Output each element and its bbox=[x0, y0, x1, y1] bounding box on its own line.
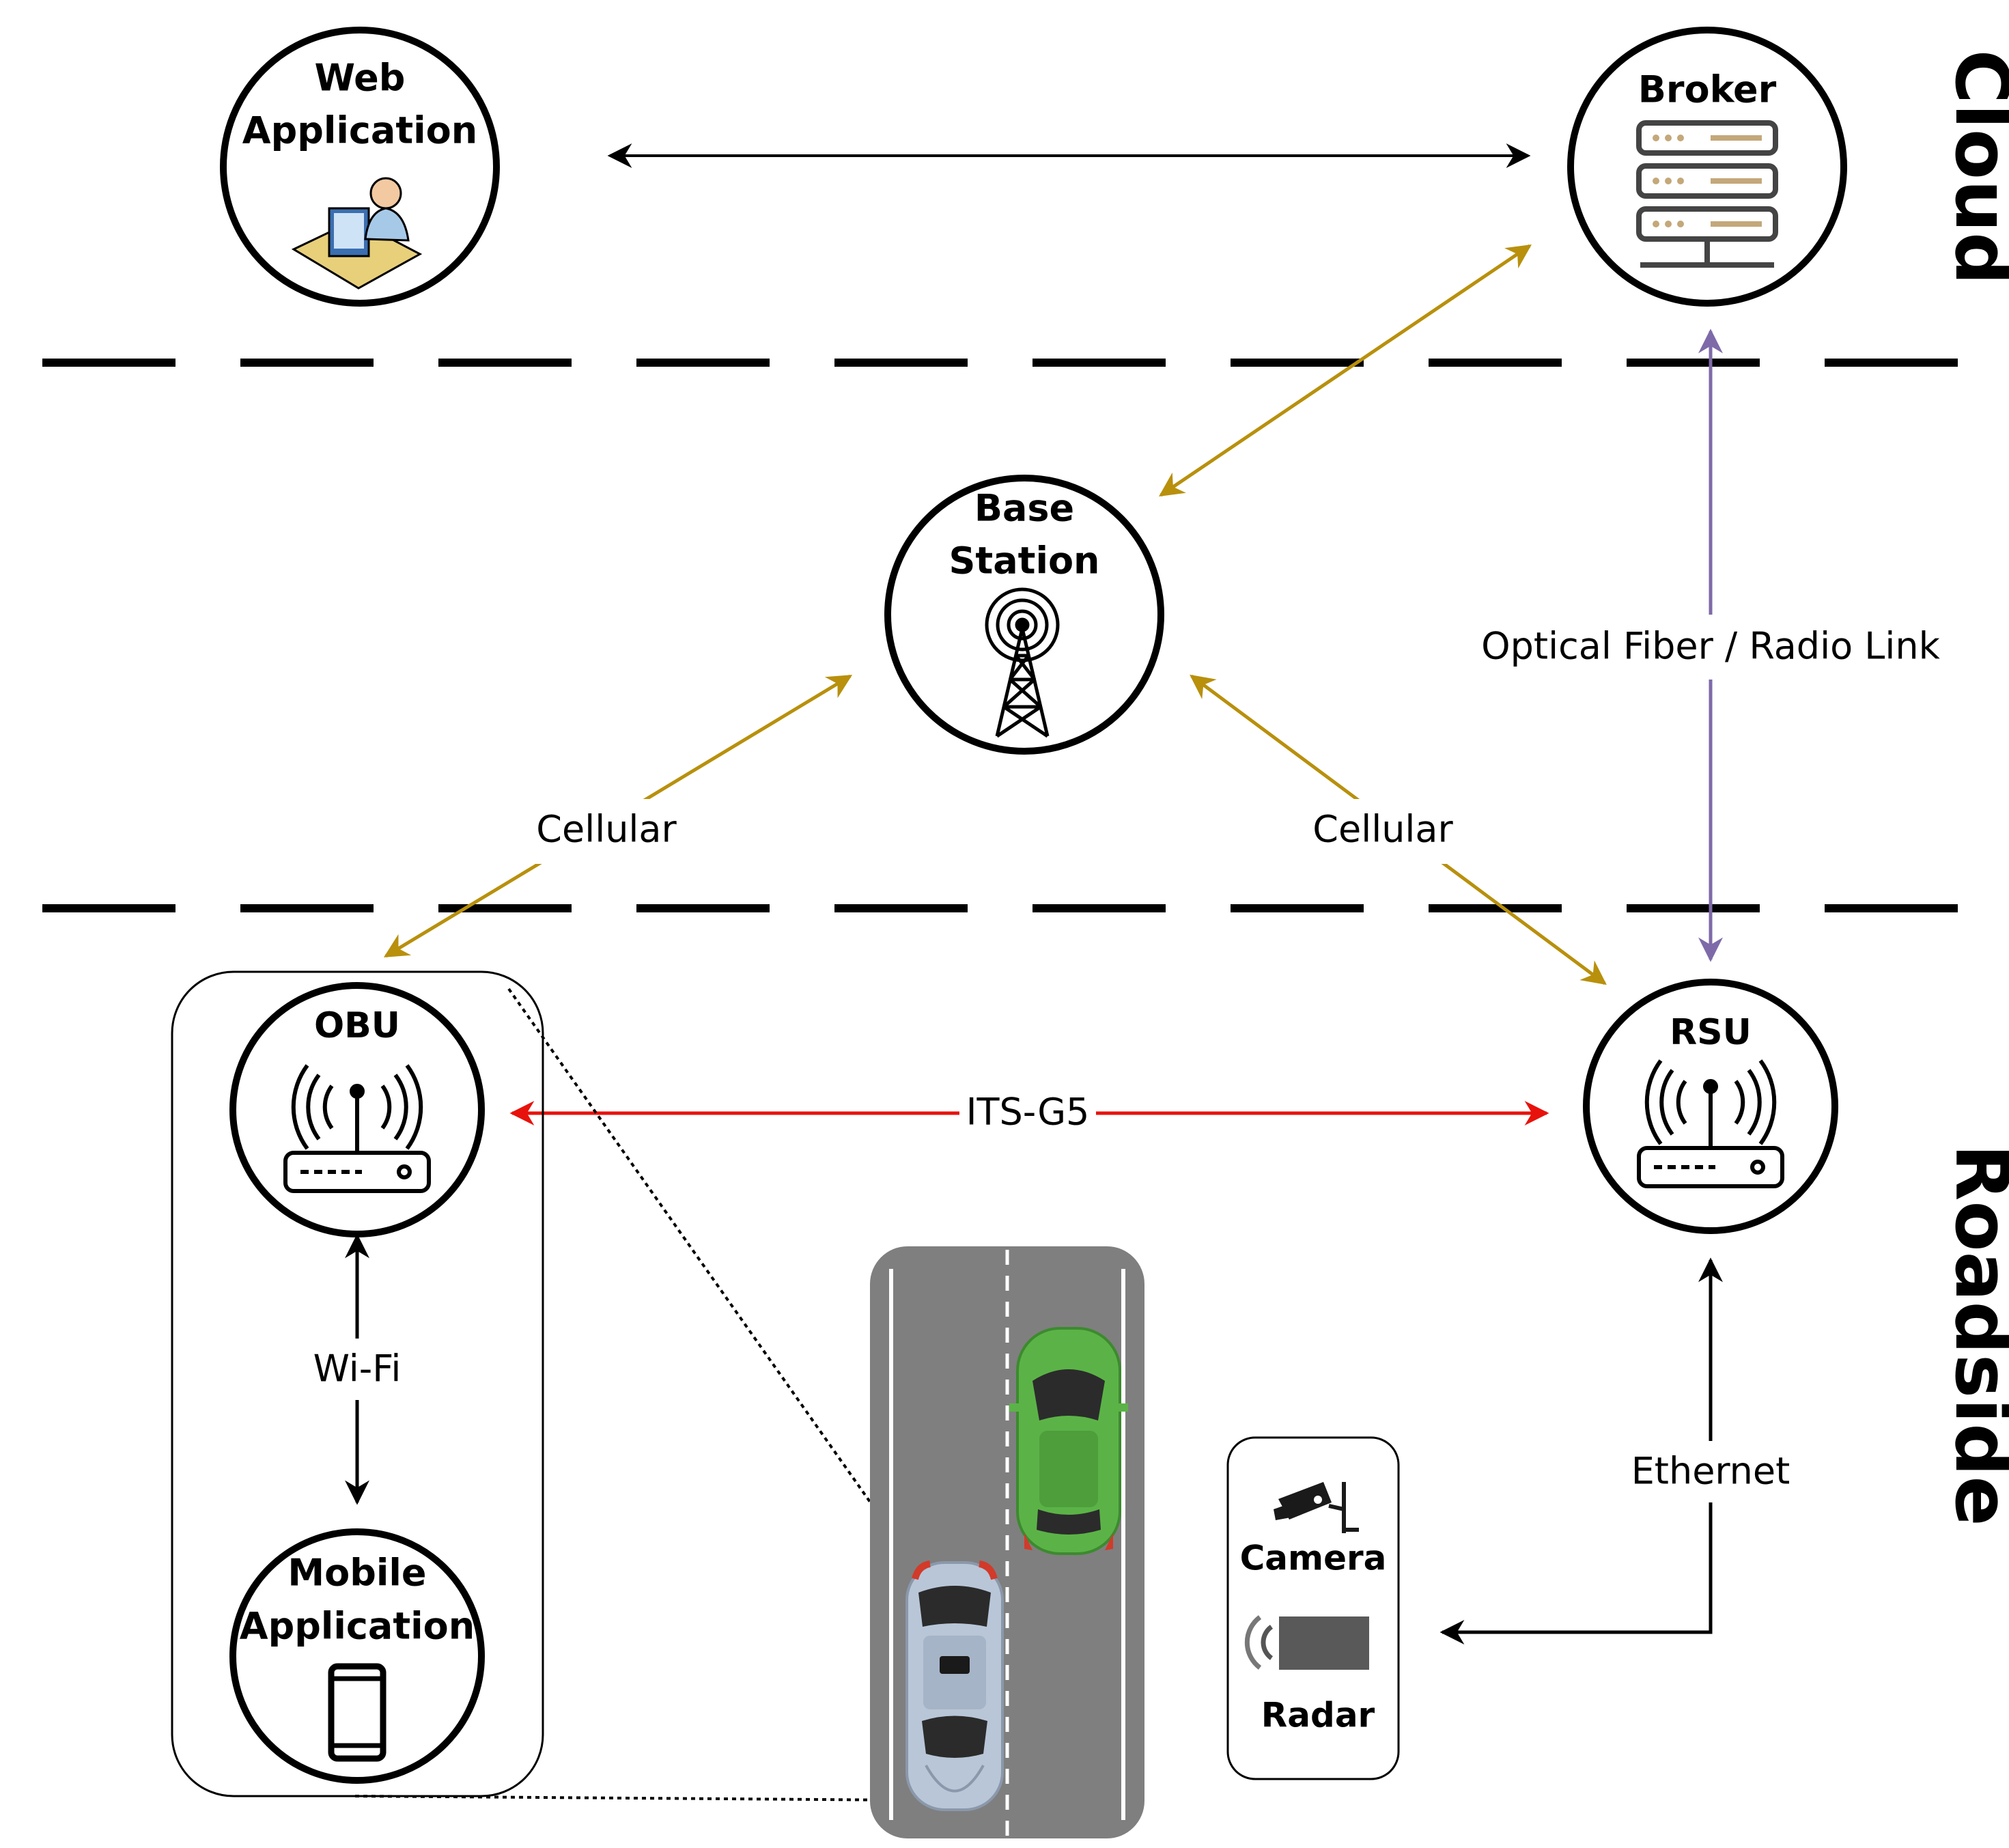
smartphone-icon bbox=[328, 1663, 387, 1762]
label-optical: Optical Fiber / Radio Link bbox=[1481, 625, 1940, 668]
connected-car-icon bbox=[905, 1560, 1004, 1811]
label-cellular-right: Cellular bbox=[1312, 808, 1453, 851]
label-ethernet-group: Ethernet bbox=[1615, 1441, 1806, 1502]
node-rsu: RSU bbox=[1583, 979, 1838, 1234]
sensors-box: Camera Radar bbox=[1226, 1436, 1400, 1780]
vehicle-leader-top bbox=[507, 988, 915, 1565]
node-base-station-label-2: Station bbox=[949, 540, 1099, 583]
label-ethernet: Ethernet bbox=[1631, 1450, 1790, 1493]
label-cellular-left-group: Cellular bbox=[524, 799, 688, 864]
node-base-station-label-1: Base bbox=[974, 487, 1074, 530]
green-car-icon bbox=[1009, 1327, 1128, 1555]
label-cellular-left: Cellular bbox=[536, 808, 677, 851]
cell-tower-icon bbox=[985, 587, 1060, 738]
node-base-station: Base Station bbox=[884, 475, 1164, 755]
node-web-application-label-1: Web bbox=[315, 57, 406, 100]
obu-router-icon bbox=[283, 1064, 431, 1193]
node-mobile-application-label-2: Application bbox=[240, 1605, 475, 1648]
rsu-sensors-ethernet-link bbox=[1439, 1257, 1723, 1644]
node-mobile-application-label-1: Mobile bbox=[287, 1552, 426, 1595]
sensor-camera-label: Camera bbox=[1240, 1539, 1387, 1578]
node-web-application: Web Application bbox=[220, 27, 500, 307]
node-obu-label: OBU bbox=[314, 1005, 400, 1046]
label-wifi-group: Wi-Fi bbox=[294, 1339, 423, 1400]
rsu-router-icon bbox=[1637, 1059, 1784, 1188]
vehicle-leader-bottom bbox=[354, 1795, 914, 1802]
zone-label-roadside: Roadside bbox=[1939, 1144, 2009, 1526]
node-broker: Broker bbox=[1567, 27, 1847, 307]
node-mobile-application: Mobile Application bbox=[229, 1528, 485, 1784]
node-broker-label: Broker bbox=[1638, 68, 1777, 111]
node-web-application-label-2: Application bbox=[242, 109, 477, 152]
person-at-computer-icon bbox=[291, 177, 423, 290]
label-its-g5-group: ITS-G5 bbox=[959, 1086, 1096, 1140]
radar-icon bbox=[1244, 1615, 1369, 1670]
label-optical-group: Optical Fiber / Radio Link bbox=[1478, 615, 1950, 680]
node-rsu-label: RSU bbox=[1670, 1012, 1752, 1053]
node-obu: OBU bbox=[229, 982, 485, 1237]
zone-label-cloud: Cloud bbox=[1939, 50, 2009, 285]
server-rack-icon bbox=[1636, 120, 1778, 268]
road-scene bbox=[870, 1246, 1144, 1838]
cctv-camera-icon bbox=[1274, 1482, 1359, 1533]
label-its-g5: ITS-G5 bbox=[966, 1091, 1090, 1134]
label-cellular-right-group: Cellular bbox=[1301, 799, 1465, 864]
base-broker-cellular-link bbox=[1159, 244, 1532, 497]
sensor-radar-label: Radar bbox=[1261, 1696, 1375, 1735]
label-wifi: Wi-Fi bbox=[313, 1347, 402, 1390]
